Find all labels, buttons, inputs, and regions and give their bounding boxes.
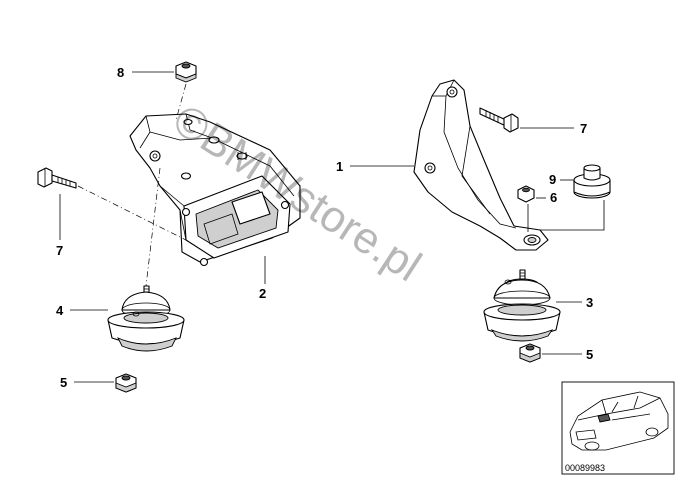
assembly-line-8 [175,83,187,121]
buffer-part-9 [573,164,611,199]
assembly-line-7-left [77,185,191,243]
nut-part-8 [175,61,197,83]
callout-2: 2 [259,286,266,301]
callout-7-right: 7 [580,121,587,136]
engine-mount-part-3 [483,269,561,342]
callout-4: 4 [56,303,64,318]
callout-6: 6 [550,190,557,205]
assembly-line-4 [145,167,161,287]
image-reference-number: 00089983 [565,463,605,473]
callout-3: 3 [586,295,593,310]
callout-7-left: 7 [56,243,63,258]
bracket-part-2 [129,113,301,267]
nut-part-5-left [115,373,137,393]
callout-9: 9 [549,172,556,187]
car-thumbnail: 00089983 [561,381,675,475]
assembly-line-9 [540,200,605,231]
callout-5-right: 5 [586,347,593,362]
bracket-part-1 [413,79,549,251]
nut-part-5-right [519,343,541,363]
callout-1: 1 [336,159,343,174]
bolt-part-7-right [479,107,519,133]
callout-8: 8 [117,65,124,80]
bolt-part-7-left [37,167,77,189]
engine-mount-part-4 [107,285,185,352]
callout-5-left: 5 [60,375,67,390]
nut-part-6 [517,185,535,203]
